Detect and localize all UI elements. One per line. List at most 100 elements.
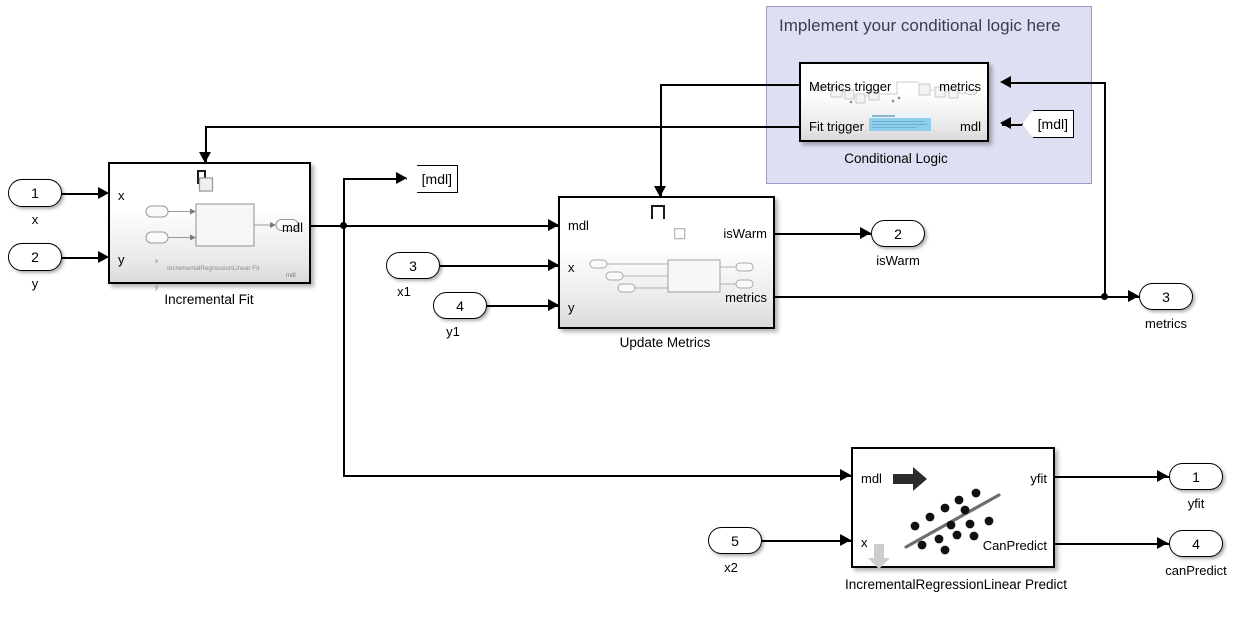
- wire-y-to-fit: [62, 257, 100, 259]
- conditional-logic-note-icon: [869, 114, 931, 131]
- incremental-fit-caption: Incremental Fit: [164, 292, 254, 307]
- um-port-y: y: [568, 300, 575, 315]
- cl-port-metrics: metrics: [939, 79, 981, 94]
- model-input-arrow-icon: [893, 467, 927, 491]
- wire-x2-to-predict: [762, 540, 851, 542]
- wire-x1-to-um: [440, 265, 560, 267]
- wire-yfit: [1055, 476, 1170, 478]
- fit-icon-inner-block-label: IncrementalRegressionLinear Fit: [167, 265, 260, 272]
- update-metrics-caption: Update Metrics: [619, 335, 711, 350]
- wire-metrics-main: [775, 296, 1140, 298]
- fit-port-x: x: [118, 188, 125, 203]
- um-port-iswarm: isWarm: [723, 226, 767, 241]
- wire-mdl-to-predict-h: [343, 475, 851, 477]
- regression-scatter-icon: [904, 488, 1001, 555]
- data-input-arrow-icon: [868, 544, 890, 569]
- conditional-logic-caption: Conditional Logic: [844, 151, 948, 166]
- wire-mdl-to-goto-v: [343, 178, 345, 226]
- inport-1-number: 1: [31, 185, 39, 201]
- cl-port-metrics-trigger: Metrics trigger: [809, 79, 892, 94]
- arrow-canpredict: [1157, 537, 1168, 549]
- wire-iswarm: [775, 233, 872, 235]
- fit-icon-inner-out-mdl: mdl: [286, 273, 296, 279]
- wire-mdl-to-predict-v: [343, 225, 345, 476]
- cl-port-mdl: mdl: [960, 119, 981, 134]
- inport-2-number: 2: [31, 249, 39, 265]
- um-port-metrics: metrics: [725, 290, 767, 305]
- fit-icon-inner-in-x: x: [155, 259, 158, 265]
- wire-fit-trigger-h: [205, 126, 800, 128]
- wire-fit-trigger-v: [205, 126, 207, 163]
- arrow-yfit: [1157, 470, 1168, 482]
- fit-icon-inner-in-y: y: [155, 285, 158, 291]
- block-incremental-predict[interactable]: mdl x yfit CanPredict: [851, 447, 1055, 569]
- wire-metrics-trigger-h: [660, 84, 800, 86]
- goto-tag-mdl[interactable]: [mdl]: [406, 165, 458, 193]
- predict-port-canpredict: CanPredict: [982, 538, 1047, 553]
- um-port-mdl: mdl: [568, 218, 589, 233]
- outport-2-label: isWarm: [876, 253, 920, 268]
- arrow-predict-mdl: [840, 469, 851, 481]
- arrow-um-y: [548, 299, 559, 311]
- arrow-fit-x: [98, 187, 109, 199]
- wire-metrics-feedback-v: [1104, 82, 1106, 297]
- inport-5-number: 5: [731, 532, 739, 549]
- inport-1[interactable]: 1: [8, 179, 62, 207]
- from-tag-mdl[interactable]: [mdl]: [1022, 110, 1074, 138]
- arrow-um-mdl: [548, 219, 559, 231]
- wire-from-mdl-to-cl: [1002, 124, 1022, 126]
- block-incremental-fit[interactable]: x y mdl IncrementalRegressionLinear Fit …: [108, 162, 311, 291]
- inport-5-label: x2: [724, 560, 738, 575]
- predict-port-yfit: yfit: [1030, 471, 1047, 486]
- from-tag-mdl-text: [mdl]: [1037, 116, 1068, 132]
- inport-5[interactable]: 5: [708, 527, 762, 554]
- outport-3[interactable]: 3: [1139, 283, 1193, 310]
- inport-4[interactable]: 4: [433, 292, 487, 319]
- wire-x-to-fit: [62, 193, 100, 195]
- arrow-metrics-trigger: [654, 186, 666, 197]
- wire-canpredict: [1055, 543, 1170, 545]
- um-port-x: x: [568, 260, 575, 275]
- inport-1-label: x: [31, 212, 39, 227]
- block-update-metrics[interactable]: mdl x y isWarm metrics: [558, 196, 775, 329]
- block-conditional-logic[interactable]: Metrics trigger Fit trigger metrics mdl: [799, 62, 989, 142]
- arrow-predict-x: [840, 534, 851, 546]
- outport-1-label: yfit: [1187, 496, 1205, 511]
- predict-caption: IncrementalRegressionLinear Predict: [844, 577, 1068, 592]
- update-metrics-inner-icon: [589, 259, 754, 293]
- update-metrics-square-icon: [674, 228, 686, 240]
- wire-fit-mdl-main: [310, 225, 560, 227]
- arrow-metrics-out: [1128, 290, 1139, 302]
- outport-4[interactable]: 4: [1169, 530, 1223, 557]
- inport-3[interactable]: 3: [386, 252, 440, 279]
- inport-3-number: 3: [409, 257, 417, 274]
- outport-1[interactable]: 1: [1169, 463, 1223, 490]
- outport-2-number: 2: [894, 225, 902, 242]
- arrow-fit-y: [98, 251, 109, 263]
- inport-3-label: x1: [397, 284, 411, 299]
- outport-3-label: metrics: [1145, 316, 1187, 331]
- incremental-fit-inner-icon: [145, 203, 299, 247]
- wire-y1-to-um: [487, 305, 560, 307]
- fit-port-y: y: [118, 252, 125, 267]
- trigger-pulse-icon: [651, 205, 665, 219]
- inport-2[interactable]: 2: [8, 243, 62, 271]
- wire-mdl-to-goto-h: [343, 178, 399, 180]
- predict-port-mdl: mdl: [861, 471, 882, 486]
- wire-metrics-trigger-v: [660, 84, 662, 196]
- wire-metrics-feedback-h: [1004, 82, 1105, 84]
- predict-port-x: x: [861, 535, 868, 550]
- goto-tag-mdl-text: [mdl]: [421, 171, 452, 187]
- outport-2[interactable]: 2: [871, 220, 925, 247]
- arrow-iswarm: [860, 227, 871, 239]
- conditional-logic-inner-icon: [810, 81, 978, 104]
- inport-2-label: y: [31, 276, 39, 291]
- arrow-fit-trigger: [199, 152, 211, 163]
- inport-4-number: 4: [456, 297, 464, 314]
- arrow-um-x: [548, 259, 559, 271]
- annotation-title: Implement your conditional logic here: [779, 16, 1061, 35]
- arrow-cl-mdl: [1000, 117, 1011, 129]
- fit-port-mdl: mdl: [282, 220, 303, 235]
- outport-4-number: 4: [1192, 535, 1200, 552]
